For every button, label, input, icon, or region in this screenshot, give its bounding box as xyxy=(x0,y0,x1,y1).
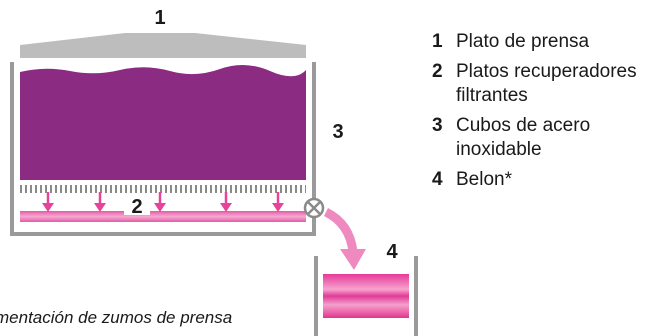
legend-number: 1 xyxy=(432,31,443,52)
grape-must xyxy=(20,64,306,180)
collection-belt xyxy=(20,211,306,222)
legend-item: 1 Plato de prensa xyxy=(432,30,670,54)
legend-number: 2 xyxy=(432,61,443,82)
legend-text: Belon* xyxy=(456,169,512,190)
callout-2-backdrop xyxy=(124,195,150,215)
down-arrow-icon xyxy=(94,192,106,212)
callout-2: 2 xyxy=(131,196,142,218)
legend-item: 3 Cubos de acero inoxidable xyxy=(432,114,670,162)
down-arrow-icon xyxy=(272,192,284,212)
legend-text: Cubos de acero inoxidable xyxy=(456,115,591,160)
steel-tank xyxy=(10,62,316,236)
legend-number: 3 xyxy=(432,115,443,136)
belon-juice xyxy=(323,274,409,318)
figure-caption: alimentación de zumos de prensa xyxy=(0,308,233,327)
curved-arrow-icon xyxy=(323,207,366,270)
legend-text: Plato de prensa xyxy=(456,31,590,52)
down-arrow-icon xyxy=(42,192,54,212)
press-diagram: 1 3 2 4 xyxy=(10,7,418,336)
legend-item: 2 Platos recuperadores filtrantes xyxy=(432,60,670,108)
legend-item: 4 Belon* xyxy=(432,168,670,192)
legend-text: Platos recuperadores filtrantes xyxy=(456,61,637,106)
down-arrow-icon xyxy=(220,192,232,212)
press-plate xyxy=(20,33,306,58)
legend-number: 4 xyxy=(432,169,443,190)
callout-4: 4 xyxy=(386,241,398,263)
down-arrow-icon xyxy=(154,192,166,212)
belon-container xyxy=(314,256,418,336)
drip-arrows xyxy=(42,192,284,212)
callout-1: 1 xyxy=(154,7,165,29)
valve-icon xyxy=(303,197,325,219)
callout-3: 3 xyxy=(332,121,343,143)
legend: 1 Plato de prensa 2 Platos recuperadores… xyxy=(432,30,670,198)
